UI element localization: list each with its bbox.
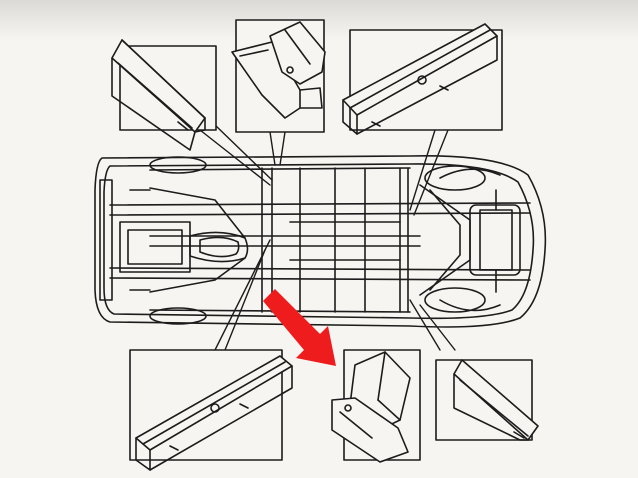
- callout-front-crossmember-bracket-part: [231, 19, 326, 133]
- red-arrow-icon: [263, 289, 336, 366]
- callout-front-left-rail-part: [111, 39, 217, 151]
- leader-lines: [199, 124, 456, 351]
- chassis-underside: [94, 155, 547, 328]
- callout-rear-outrigger-bracket-part: [331, 349, 421, 463]
- callout-rear-left-rail-part: [129, 349, 293, 471]
- callout-front-right-rail-part: [342, 23, 503, 135]
- callout-rear-right-rail-part: [435, 359, 539, 441]
